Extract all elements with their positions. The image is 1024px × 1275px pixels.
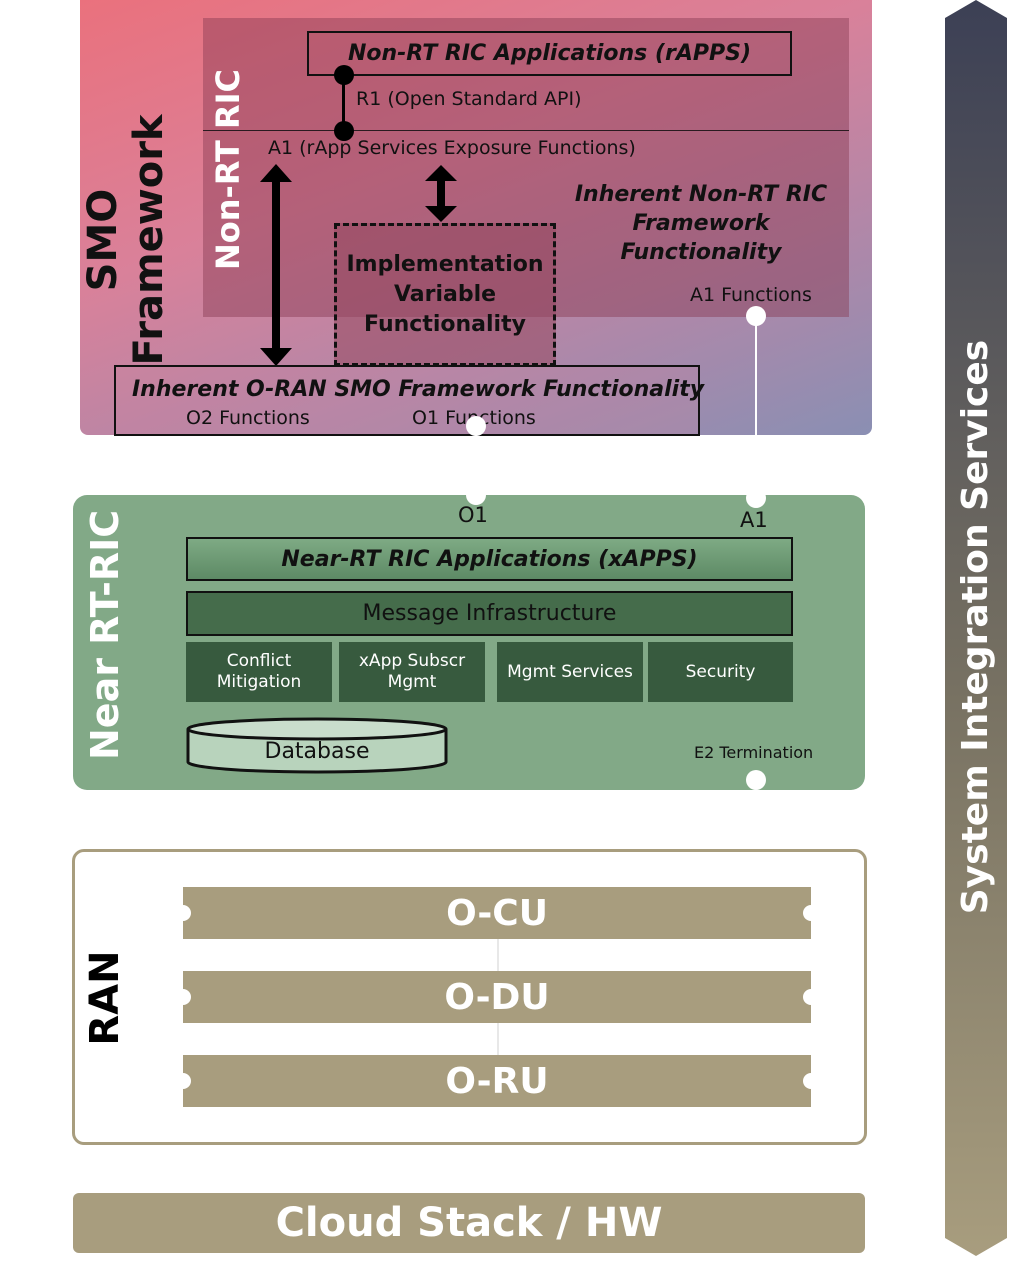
o-cu-bar: O-CU <box>175 887 819 939</box>
o-ru-label: O-RU <box>445 1060 549 1102</box>
a1-bottom-node <box>746 488 766 508</box>
r1-top-node <box>334 65 354 85</box>
e2-node <box>746 770 766 790</box>
a1-functions-label: A1 Functions <box>690 284 812 306</box>
e2-termination-label: E2 Termination <box>694 743 814 762</box>
system-integration-services-title: System Integration Services <box>955 339 996 915</box>
double-arrow-long-icon <box>260 164 292 366</box>
cloud-stack-bar: Cloud Stack / HW <box>73 1193 865 1253</box>
a1-top-node <box>746 306 766 326</box>
database-cylinder-icon <box>186 717 448 774</box>
r1-connector-line <box>342 74 345 132</box>
xapp-subscr-mgmt-box: xApp Subscr Mgmt <box>339 642 485 702</box>
near-rt-ric-title: Near RT-RIC <box>83 509 127 760</box>
mgmt-services-box: Mgmt Services <box>497 642 643 702</box>
o1-connector-line <box>475 425 477 500</box>
r1-label: R1 (Open Standard API) <box>356 88 582 110</box>
a1-label: A1 <box>740 508 768 532</box>
o2-functions-label: O2 Functions <box>186 407 310 429</box>
message-infrastructure-box: Message Infrastructure <box>186 591 793 636</box>
non-rt-ric-title: Non-RT RIC <box>209 68 247 270</box>
o1-top-node <box>466 416 486 436</box>
implementation-variable-box: Implementation Variable Functionality <box>334 223 556 366</box>
conflict-mitigation-box: Conflict Mitigation <box>186 642 332 702</box>
o1-label: O1 <box>458 503 488 527</box>
rapps-box: Non-RT RIC Applications (rAPPS) <box>307 31 792 76</box>
a1-connector-line <box>755 316 757 502</box>
inherent-smo-title: Inherent O-RAN SMO Framework Functionali… <box>132 377 705 402</box>
database-label: Database <box>264 738 370 764</box>
smo-framework-title: SMO Framework <box>80 114 172 366</box>
inherent-non-rt-ric-text: Inherent Non-RT RIC Framework Functional… <box>574 182 828 265</box>
r1-bottom-node <box>334 121 354 141</box>
inherent-smo-box: Inherent O-RAN SMO Framework Functionali… <box>114 365 704 436</box>
system-integration-arrow <box>945 0 1007 1256</box>
o1-bottom-node <box>466 485 486 505</box>
o-du-label: O-DU <box>444 976 550 1018</box>
o-du-bar: O-DU <box>175 971 819 1023</box>
o-cu-label: O-CU <box>446 892 548 934</box>
o-ru-bar: O-RU <box>175 1055 819 1107</box>
a1-exposure-label: A1 (rApp Services Exposure Functions) <box>268 137 636 159</box>
security-box: Security <box>648 642 793 702</box>
double-arrow-short-icon <box>425 165 457 222</box>
ran-title: RAN <box>82 950 128 1046</box>
xapps-box: Near-RT RIC Applications (xAPPS) <box>186 537 793 581</box>
non-rt-ric-divider <box>203 130 849 131</box>
